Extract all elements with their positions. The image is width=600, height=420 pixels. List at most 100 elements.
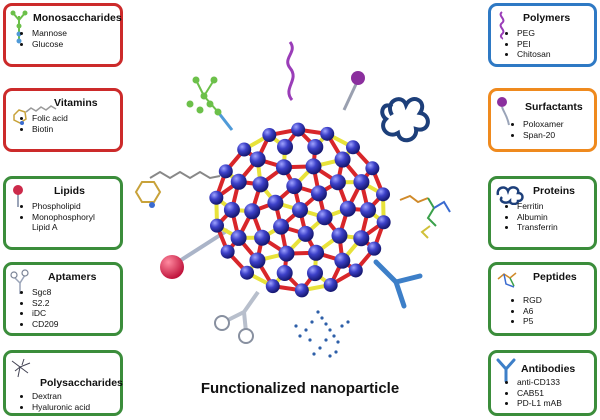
- atom: [310, 185, 327, 202]
- panel-item: Mannose: [32, 28, 67, 39]
- panel-item: anti-CD133: [517, 377, 562, 388]
- atom: [209, 190, 224, 205]
- panel-item: Monophosphoryl: [32, 212, 95, 223]
- panel-antibodies: Antibodies anti-CD133 CAB51 PD-L1 mAB: [488, 350, 597, 416]
- panel-title: Monosaccharides: [33, 12, 122, 24]
- atom: [320, 126, 335, 141]
- panel-title: Polysaccharides: [40, 377, 123, 389]
- panel-item: Dextran: [32, 391, 90, 402]
- panel-item-list: Folic acid Biotin: [20, 113, 68, 134]
- panel-item-list: Mannose Glucose: [20, 28, 67, 49]
- panel-title: Surfactants: [525, 101, 583, 113]
- panel-item: Biotin: [32, 124, 68, 135]
- panel-item: CAB51: [517, 388, 562, 399]
- polysaccharide-icon: [11, 358, 31, 378]
- panel-item: S2.2: [32, 298, 58, 309]
- panel-item-list: RGD A6 P5: [511, 295, 542, 327]
- antibody-icon: [496, 358, 516, 383]
- atom: [265, 279, 280, 294]
- polymer-ligand: [286, 41, 295, 101]
- panel-polysaccharides: Polysaccharides Dextran Hyaluronic acid: [3, 350, 123, 416]
- aptamer-ligand: [227, 290, 260, 333]
- panel-title: Aptamers: [48, 271, 97, 283]
- atom: [353, 230, 370, 247]
- panel-item: Transferrin: [517, 222, 558, 233]
- atom: [376, 215, 391, 230]
- panel-item: A6: [523, 306, 542, 317]
- atom: [365, 161, 380, 176]
- vitamin-icon: [13, 105, 57, 125]
- atom: [294, 283, 309, 298]
- panel-item: Sgc8: [32, 287, 58, 298]
- peptide-icon: [497, 272, 517, 288]
- lipid-icon: [13, 185, 23, 207]
- panel-aptamers: Aptamers Sgc8 S2.2 iDC CD209: [3, 262, 123, 336]
- atom: [278, 245, 295, 262]
- atom: [254, 229, 271, 246]
- atom: [329, 174, 346, 191]
- panel-item: PD-L1 mAB: [517, 398, 562, 409]
- protein-icon: [496, 186, 524, 205]
- atom: [297, 225, 314, 242]
- surfactant-head: [351, 71, 365, 85]
- panel-lipids: Lipids Phospholipid Monophosphoryl Lipid…: [3, 176, 123, 250]
- panel-monosaccharides: Monosaccharides Mannose Glucose: [3, 3, 123, 67]
- panel-title: Proteins: [533, 185, 576, 197]
- atom: [334, 151, 351, 168]
- panel-item: Glucose: [32, 39, 67, 50]
- lipid-head: [160, 255, 184, 279]
- panel-surfactants: Surfactants Poloxamer Span-20: [488, 88, 597, 152]
- panel-title: Antibodies: [521, 363, 576, 375]
- panel-title: Vitamins: [54, 97, 98, 109]
- protein-ligand: [380, 97, 430, 143]
- panel-item: Folic acid: [32, 113, 68, 124]
- atom: [244, 203, 261, 220]
- atom: [339, 200, 356, 217]
- panel-item: Ferritin: [517, 201, 558, 212]
- atom: [306, 265, 323, 282]
- atom: [249, 252, 266, 269]
- atom: [376, 187, 391, 202]
- panel-vitamins: Vitamins Folic acid Biotin: [3, 88, 123, 152]
- atom: [316, 209, 333, 226]
- panel-item: P5: [523, 316, 542, 327]
- panel-item: PEI: [517, 39, 551, 50]
- monosaccharide-ligand: [186, 76, 234, 131]
- panel-item: RGD: [523, 295, 542, 306]
- panel-title: Lipids: [54, 185, 85, 197]
- atom: [230, 173, 247, 190]
- atom: [286, 178, 303, 195]
- atom: [277, 138, 294, 155]
- atom: [276, 265, 293, 282]
- panel-item: Phospholipid: [32, 201, 95, 212]
- atom: [230, 229, 247, 246]
- panel-item-list: PEG PEI Chitosan: [505, 28, 551, 60]
- panel-item-list: Dextran Hyaluronic acid: [20, 391, 90, 412]
- nanoparticle-atoms: [209, 122, 391, 298]
- panel-item: Albumin: [517, 212, 558, 223]
- atom: [323, 277, 338, 292]
- polysaccharide-ligand: [294, 310, 350, 358]
- atom: [262, 128, 277, 143]
- atom: [367, 241, 382, 256]
- atom: [305, 158, 322, 175]
- atom: [360, 202, 377, 219]
- panel-item: Hyaluronic acid: [32, 402, 90, 413]
- atom: [220, 244, 235, 259]
- atom: [353, 174, 370, 191]
- peptide-ligand: [399, 194, 451, 239]
- panel-item: Chitosan: [517, 49, 551, 60]
- panel-title: Peptides: [533, 271, 577, 283]
- atom: [252, 176, 269, 193]
- atom: [291, 122, 306, 137]
- atom: [209, 218, 224, 233]
- aptamer-icon: [10, 269, 29, 294]
- panel-item-list: anti-CD133 CAB51 PD-L1 mAB: [505, 377, 562, 409]
- panel-item: Poloxamer: [523, 119, 564, 130]
- atom: [331, 227, 348, 244]
- atom: [275, 159, 292, 176]
- vitamin-ligand: [134, 170, 221, 208]
- atom: [348, 263, 363, 278]
- surfactant-icon: [497, 97, 510, 126]
